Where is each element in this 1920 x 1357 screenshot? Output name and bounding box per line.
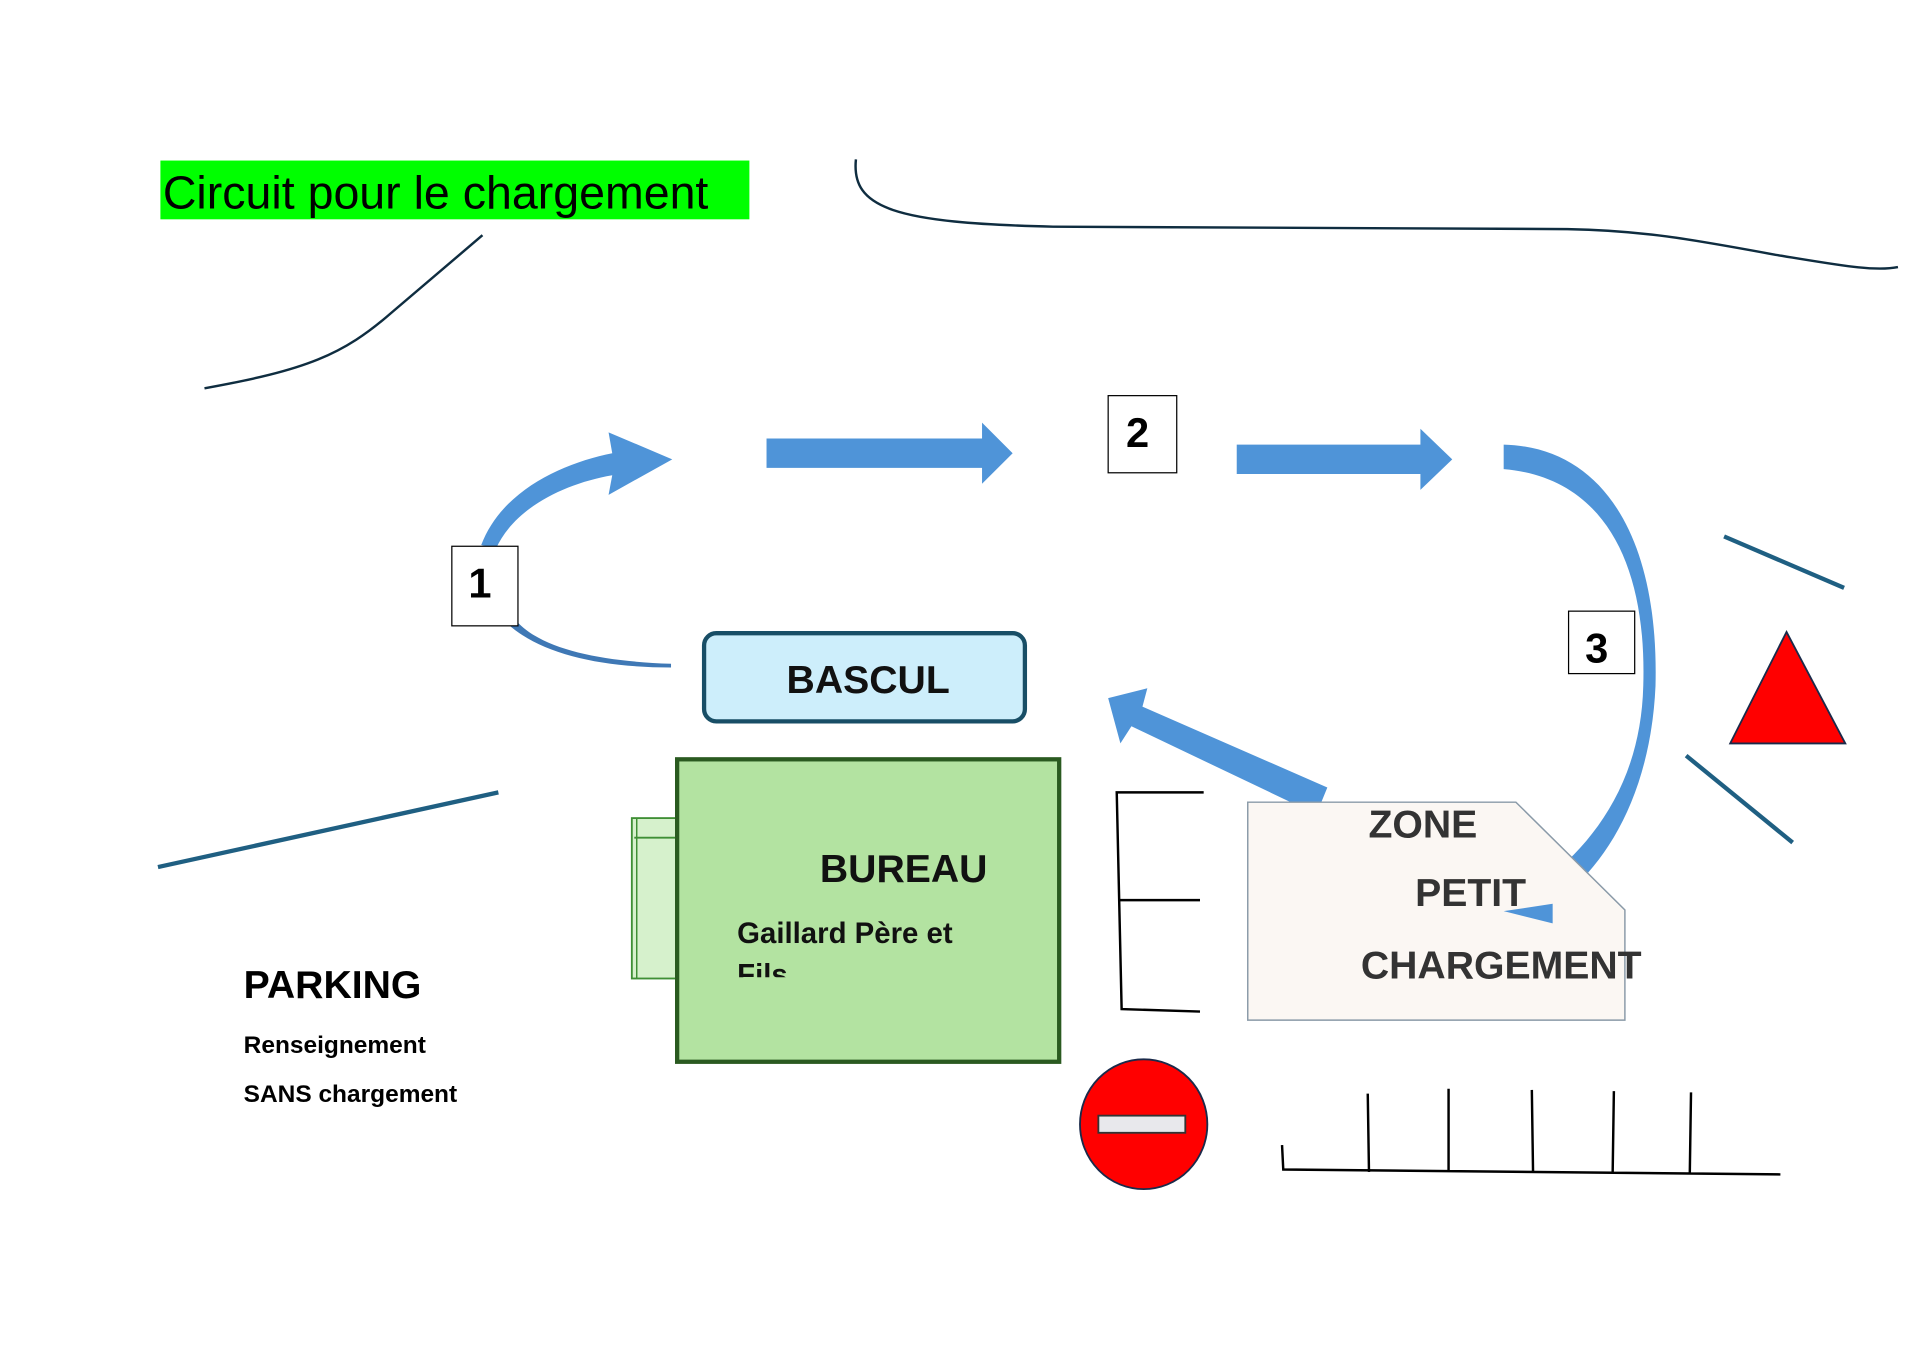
svg-text:PARKING: PARKING bbox=[244, 964, 422, 1007]
zone-petit-chargement: ZONE PETIT CHARGEMENT bbox=[1247, 801, 1642, 1021]
svg-text:PETIT: PETIT bbox=[1415, 872, 1526, 915]
road-edge-top bbox=[854, 159, 1899, 270]
svg-text:Renseignement: Renseignement bbox=[244, 1032, 426, 1059]
warning-triangle-icon bbox=[1728, 629, 1847, 745]
lane-line-right-top bbox=[1723, 534, 1845, 590]
svg-text:2: 2 bbox=[1126, 409, 1149, 456]
arrow-curve-1-head bbox=[481, 432, 673, 549]
step-box-1: 1 bbox=[451, 545, 519, 627]
road-edges bbox=[204, 159, 1899, 390]
loading-bays-bracket bbox=[1115, 791, 1204, 1013]
diagram-title: Circuit pour le chargement bbox=[163, 166, 709, 218]
svg-text:BUREAU: BUREAU bbox=[820, 848, 988, 891]
svg-text:Fils: Fils bbox=[737, 959, 788, 992]
svg-text:ZONE: ZONE bbox=[1368, 804, 1477, 847]
arrow-curve-1-tail bbox=[483, 587, 672, 668]
circuit-arrows bbox=[481, 422, 1656, 924]
lane-lines bbox=[157, 534, 1845, 870]
arrow-straight-1 bbox=[766, 422, 1013, 484]
arrow-straight-2 bbox=[1236, 428, 1453, 490]
arrow-return bbox=[1108, 688, 1328, 815]
arrow-curve-3 bbox=[1503, 444, 1656, 924]
bureau-building: BUREAU Gaillard Père et Fils bbox=[630, 757, 1062, 1064]
parking-slots bbox=[1280, 1088, 1781, 1176]
lane-line-left bbox=[157, 790, 499, 870]
parking-label: PARKING Renseignement SANS chargement bbox=[244, 964, 457, 1108]
no-entry-icon bbox=[1079, 1058, 1209, 1191]
title-highlight bbox=[160, 160, 750, 220]
lane-line-right-bottom bbox=[1684, 753, 1795, 845]
svg-text:BASCUL: BASCUL bbox=[787, 659, 950, 702]
bascule-box: BASCUL bbox=[701, 631, 1028, 724]
svg-text:Gaillard Père et: Gaillard Père et bbox=[737, 917, 953, 950]
svg-text:SANS chargement: SANS chargement bbox=[244, 1081, 457, 1108]
svg-text:CHARGEMENT: CHARGEMENT bbox=[1361, 945, 1642, 988]
svg-text:3: 3 bbox=[1585, 625, 1608, 672]
road-edge-left bbox=[204, 234, 484, 390]
arrow-curve-3-tip bbox=[1503, 903, 1553, 924]
svg-text:1: 1 bbox=[468, 560, 491, 607]
step-box-3: 3 bbox=[1567, 610, 1636, 675]
step-box-2: 2 bbox=[1107, 395, 1178, 474]
